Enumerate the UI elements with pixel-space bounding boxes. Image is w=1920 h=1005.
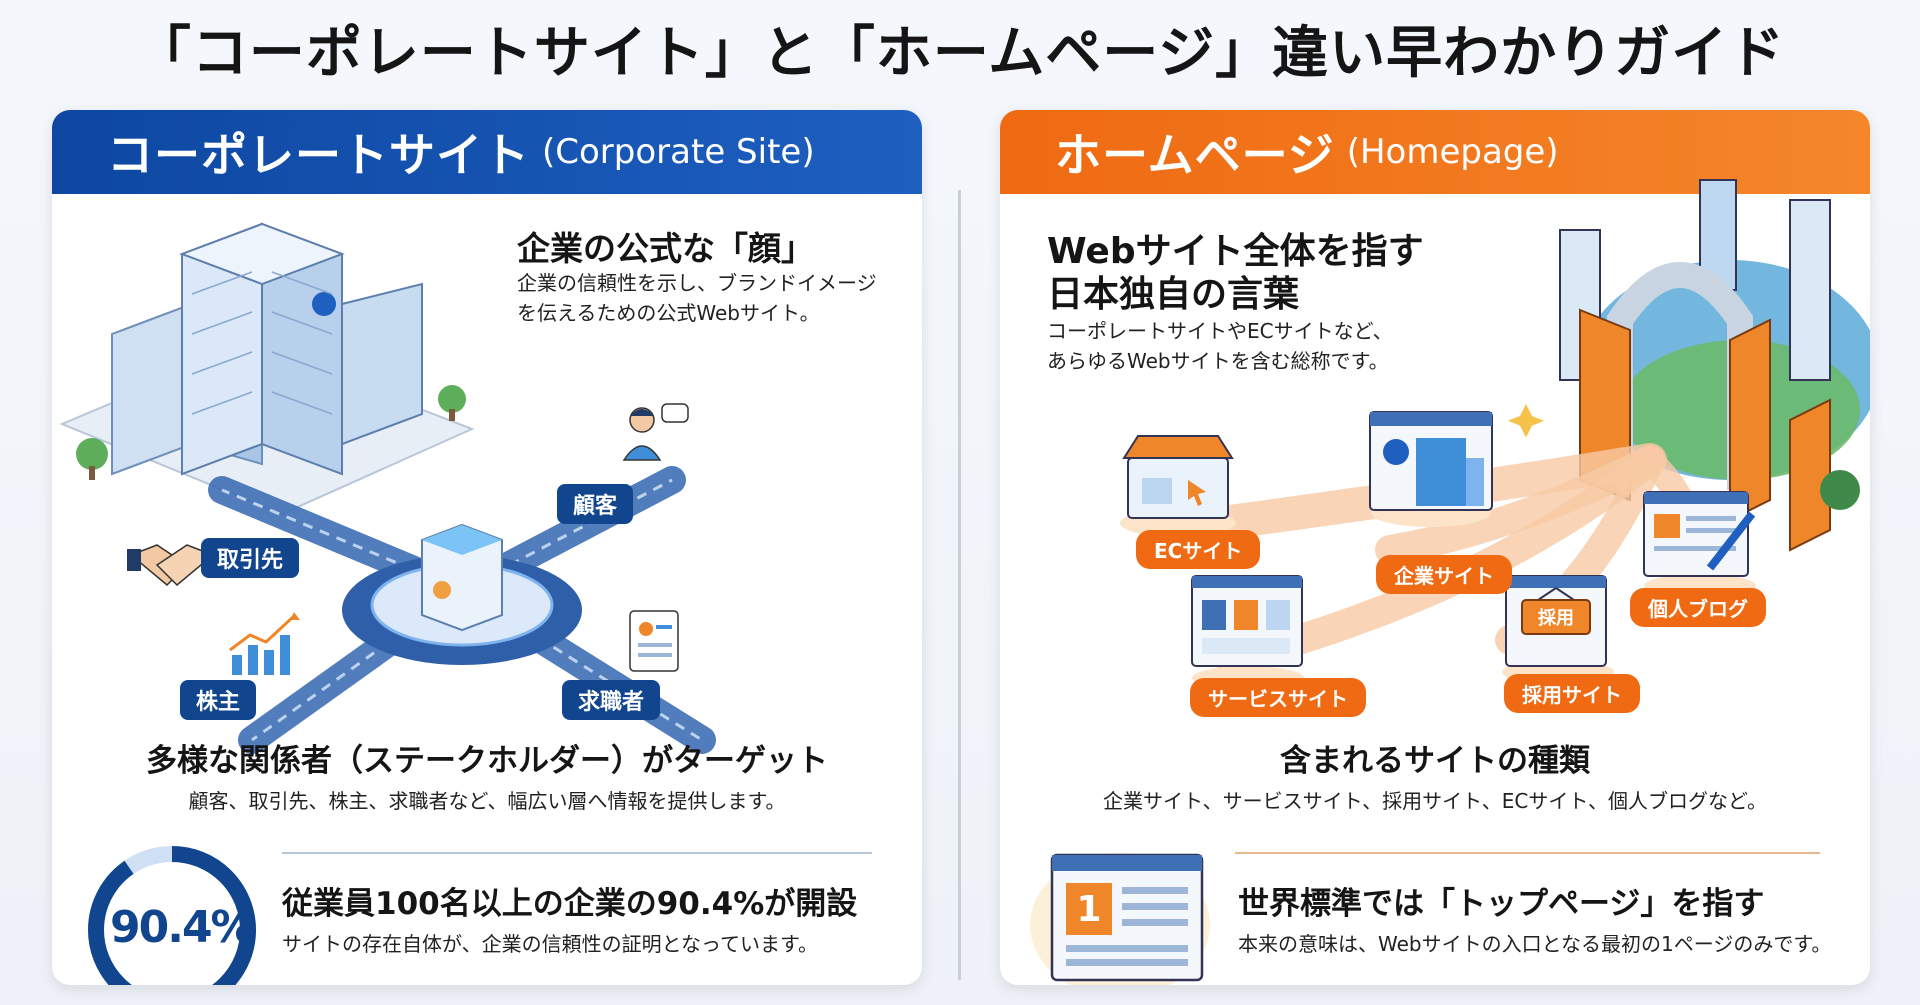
corporate-site-header-en: (Corporate Site) [542, 132, 815, 172]
top-page-icon: 1 [1030, 853, 1210, 985]
site-type-corporate: 企業サイト [1376, 555, 1512, 594]
page-title: 「コーポレートサイト」と「ホームページ」違い早わかりガイド [134, 21, 1786, 86]
ec-site-icon [1120, 435, 1236, 537]
stat-desc: サイトの存在自体が、企業の信頼性の証明となっています。 [282, 932, 818, 956]
site-type-recruit: 採用サイト [1504, 674, 1640, 713]
stakeholder-label-customer: 顧客 [557, 484, 634, 524]
homepage-def-title-1: Webサイト全体を指す [1047, 231, 1424, 272]
recruit-sign-text: 採用 [1538, 607, 1574, 629]
right-divider-line [1235, 852, 1820, 854]
office-building-illustration [59, 222, 475, 516]
site-type-ec: ECサイト [1136, 530, 1261, 569]
stat-value: 90.4% [110, 902, 255, 953]
service-site-icon [1191, 575, 1304, 690]
corporate-site-icon [1369, 411, 1493, 527]
stakeholder-label-partner: 取引先 [201, 538, 300, 578]
corporate-site-panel: コーポレートサイト (Corporate Site) [52, 110, 922, 985]
corporate-face-desc-2: を伝えるための公式Webサイト。 [517, 301, 820, 325]
customer-icon [622, 403, 689, 461]
site-type-blog: 個人ブログ [1630, 588, 1766, 627]
stakeholder-network-illustration [208, 466, 716, 754]
corporate-face-desc-1: 企業の信頼性を示し、ブランドイメージ [517, 271, 877, 295]
stakeholder-label-jobseeker: 求職者 [562, 680, 661, 720]
global-standard-title: 世界標準では「トップページ」を指す [1238, 886, 1765, 922]
gateway-illustration [1508, 179, 1870, 552]
homepage-def-desc-1: コーポレートサイトやECサイトなど、 [1047, 319, 1393, 343]
top-page-number: 1 [1076, 889, 1101, 930]
site-type-service: サービスサイト [1190, 678, 1366, 717]
homepage-def-title-2: 日本独自の言葉 [1047, 274, 1300, 315]
homepage-header-ja: ホームページ [1055, 128, 1335, 182]
homepage-panel: ホームページ (Homepage) [1000, 110, 1870, 985]
target-title: 多様な関係者（ステークホルダー）がターゲット [146, 743, 828, 779]
homepage-def-desc-2: あらゆるWebサイトを含む総称です。 [1047, 349, 1389, 373]
global-standard-desc: 本来の意味は、Webサイトの入口となる最初の1ページのみです。 [1238, 932, 1832, 956]
stat-title: 従業員100名以上の企業の90.4%が開設 [282, 886, 858, 922]
target-desc: 顧客、取引先、株主、求職者など、幅広い層へ情報を提供します。 [188, 789, 786, 813]
homepage-header-en: (Homepage) [1346, 132, 1559, 172]
blog-icon [1643, 491, 1756, 598]
stat-donut-chart [88, 846, 256, 985]
panel-divider [958, 190, 961, 980]
resume-icon [629, 610, 679, 672]
site-types-title: 含まれるサイトの種類 [1280, 743, 1590, 779]
left-divider-line [282, 852, 872, 854]
corporate-face-title: 企業の公式な「顔」 [517, 229, 814, 268]
stock-chart-icon [229, 612, 300, 675]
recruit-site-icon: 採用 [1502, 575, 1614, 684]
stakeholder-label-shareholder: 株主 [180, 680, 257, 720]
corporate-site-header-ja: コーポレートサイト [107, 128, 530, 182]
site-types-desc: 企業サイト、サービスサイト、採用サイト、ECサイト、個人ブログなど。 [1102, 789, 1767, 813]
corporate-site-header: コーポレートサイト (Corporate Site) [52, 110, 922, 194]
